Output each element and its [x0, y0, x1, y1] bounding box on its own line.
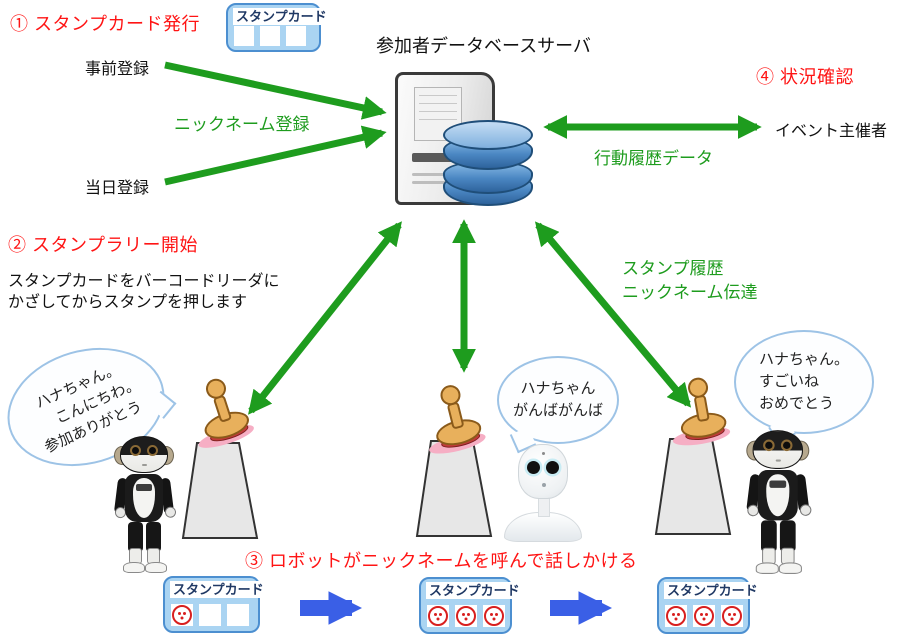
server-title: 参加者データベースサーバ [376, 36, 591, 56]
robot-foot [123, 562, 145, 573]
stamp-slot [234, 26, 254, 46]
event-organizer-label: イベント主催者 [775, 123, 888, 140]
step3-heading: ③ ロボットがニックネームを呼んで話しかける [245, 551, 638, 571]
stamp-slots [234, 26, 306, 46]
green-arrow-station-right [534, 221, 692, 408]
database-server-icon [395, 72, 540, 212]
robot-leg [146, 522, 161, 564]
database-cylinder-icon [443, 112, 533, 206]
stamp-slot [483, 605, 505, 627]
stamp-slot [286, 26, 306, 46]
stamp-slot [721, 605, 743, 627]
robot-torso [757, 470, 798, 521]
robot-neck [538, 497, 550, 517]
stamp-card-progress-1: スタンプカード [163, 576, 267, 633]
step2-description-line1: スタンプカードをバーコードリーダに [8, 273, 280, 290]
step2-description-line2: かざしてからスタンプを押します [8, 294, 248, 311]
robot-foot [755, 562, 779, 574]
stamp-slot [665, 605, 687, 627]
step4-heading: ④ 状況確認 [756, 67, 855, 87]
stamp-slot [171, 604, 193, 626]
stamp-card-label: スタンプカード [664, 582, 761, 599]
robot-eye [783, 441, 791, 449]
robot-head [752, 430, 803, 469]
stamp-card-progress-2: スタンプカード [419, 577, 523, 634]
green-arrow-station-left [248, 221, 402, 415]
nickname-transfer-line: ニックネーム伝達 [622, 283, 758, 302]
nickname-registration-label: ニックネーム登録 [174, 115, 310, 134]
robot-mouth [142, 464, 147, 466]
robot-eye [132, 447, 139, 454]
server-drive-slot [412, 153, 464, 162]
stamp-history-transfer-label: スタンプ履歴 ニックネーム伝達 [622, 257, 758, 305]
robot-head [120, 436, 168, 473]
pedestal-middle [415, 440, 493, 537]
pedestal-right [654, 438, 732, 535]
speech-bubble-right: ハナちゃん。 すごいね おめでとう [734, 330, 874, 445]
step2-description: スタンプカードをバーコードリーダに かざしてからスタンプを押します [8, 271, 280, 313]
speech-bubble-right-text: ハナちゃん。 すごいね おめでとう [758, 351, 849, 412]
robot-torso [125, 474, 163, 522]
stamp-card-label: スタンプカード [426, 582, 523, 599]
robot-chest-screen [136, 484, 152, 491]
stamp-slot [199, 604, 221, 626]
robot-eye [765, 441, 773, 449]
robot-eye [149, 447, 156, 454]
stamp-knob [686, 376, 710, 400]
robot-head [518, 444, 568, 499]
stamp-card-label: スタンプカード [170, 581, 267, 598]
stamp-slot [455, 605, 477, 627]
robot-mouth [775, 459, 781, 462]
stamp-slot [260, 26, 280, 46]
green-arrow-sameday-registration [164, 125, 387, 186]
robot-foot [145, 562, 167, 573]
action-history-label: 行動履歴データ [594, 149, 713, 168]
stamp-card-label: スタンプカード [233, 8, 330, 25]
sameday-registration-label: 当日登録 [85, 180, 150, 197]
stamp-slots [171, 604, 249, 626]
step1-heading: ① スタンプカード発行 [10, 14, 200, 34]
robot-leg [128, 522, 143, 564]
robot-leg [779, 520, 796, 565]
stamp-history-line: スタンプ履歴 [622, 259, 724, 278]
robot-forehead-sensor [542, 452, 545, 455]
robot-eye [527, 461, 540, 474]
robot-leg [761, 520, 777, 565]
robot-shoulders [504, 512, 582, 542]
robot-mouth [542, 483, 546, 487]
pre-registration-label: 事前登録 [85, 61, 150, 78]
server-detail-line [412, 181, 446, 184]
step2-heading: ② スタンプラリー開始 [8, 235, 198, 255]
robot-chest-screen [769, 480, 787, 488]
stamp-slot [227, 604, 249, 626]
server-detail-line [412, 173, 446, 176]
stamp-icon-right [669, 372, 740, 449]
robohon-robot-right [740, 428, 816, 588]
server-vent-panel [414, 87, 462, 141]
speech-bubble-middle: ハナちゃん がんばがんば [497, 356, 619, 454]
speech-bubble-middle-text: ハナちゃん がんばがんば [512, 380, 603, 419]
stamp-slots [665, 605, 743, 627]
stamp-card-progress-3: スタンプカード [657, 577, 761, 634]
pedestal-left [181, 442, 259, 539]
stamp-card-blank: スタンプカード [226, 3, 330, 52]
pepper-robot [500, 444, 586, 544]
stamp-slots [427, 605, 505, 627]
green-arrow-pre-registration [164, 61, 387, 120]
stamp-slot [427, 605, 449, 627]
stamp-slot [693, 605, 715, 627]
robot-foot [778, 562, 802, 574]
robot-eye [546, 461, 559, 474]
robohon-robot-left [108, 434, 180, 586]
